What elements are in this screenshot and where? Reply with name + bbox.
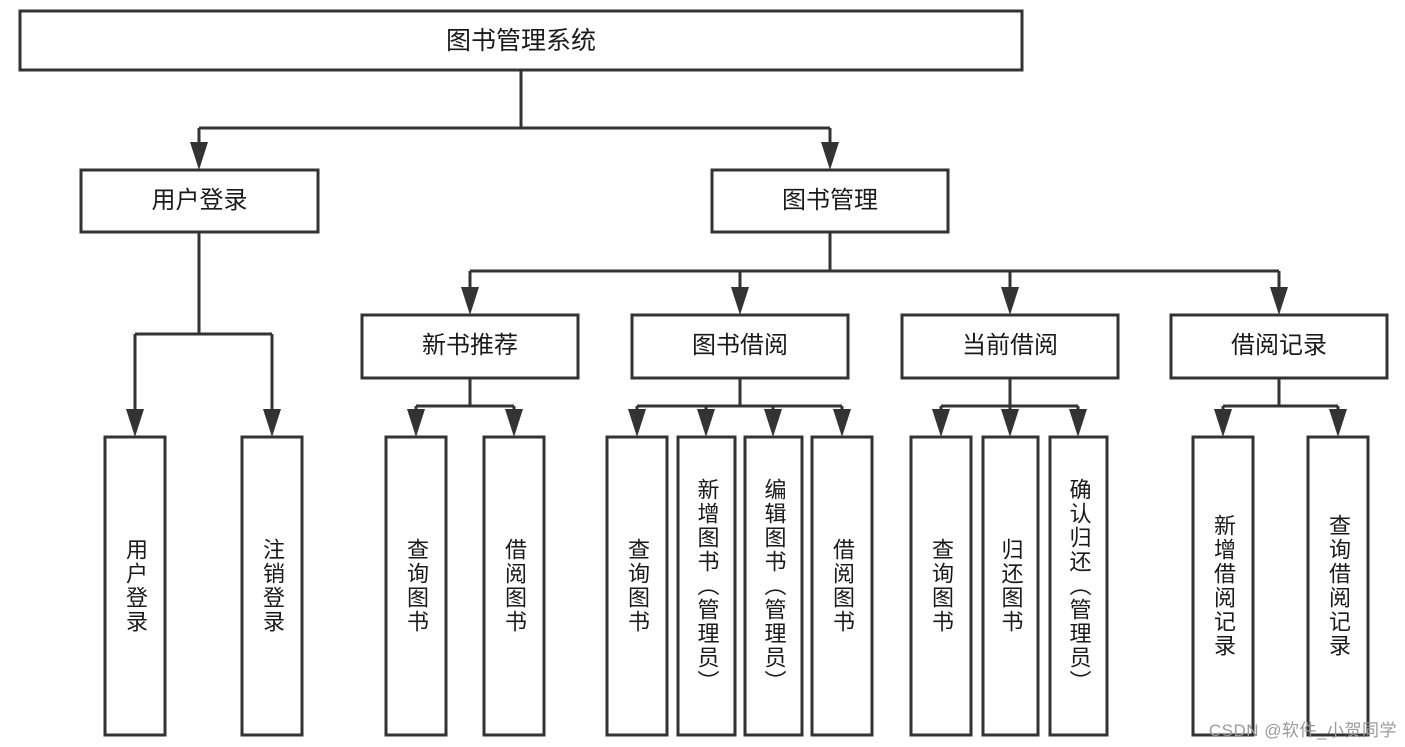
edge-group-new-book-rec-to-leaves: [407, 378, 523, 437]
arrow-head-new-book-rec: [461, 287, 479, 315]
node-box-user-login[interactable]: [79, 168, 320, 234]
arrow-head-leaf-add-record: [1214, 409, 1232, 437]
arrow-head-leaf-query-book-3: [932, 409, 950, 437]
arrow-head-leaf-query-record: [1329, 409, 1347, 437]
node-box-book-manage[interactable]: [710, 168, 950, 234]
edge-group-user-login-to-leaves: [126, 232, 281, 437]
node-box-leaf-add-record[interactable]: [1191, 435, 1255, 737]
node-box-leaf-query-record[interactable]: [1306, 435, 1370, 737]
edge-group-book-manage-to-level3: [461, 232, 1288, 315]
arrow-head-leaf-edit-book: [764, 409, 782, 437]
node-box-leaf-borrow-book-2[interactable]: [810, 435, 874, 737]
arrow-head-user-login: [190, 142, 208, 170]
arrow-head-leaf-return-book: [1001, 409, 1019, 437]
node-box-current-borrow[interactable]: [900, 313, 1120, 380]
arrow-head-book-manage: [821, 142, 839, 170]
node-box-new-book-rec[interactable]: [360, 313, 580, 380]
edge-group-borrow-record-to-leaves: [1214, 378, 1347, 437]
watermark-text: CSDN @软件_小贺同学: [1208, 721, 1397, 740]
edge-group-current-borrow-to-leaves: [932, 378, 1087, 437]
arrow-head-leaf-borrow-book-2: [833, 409, 851, 437]
arrow-head-leaf-logout: [263, 409, 281, 437]
node-box-leaf-borrow-book-1[interactable]: [482, 435, 546, 737]
node-box-leaf-edit-book[interactable]: [743, 435, 804, 737]
arrow-head-leaf-query-book-2: [628, 409, 646, 437]
node-box-leaf-add-book[interactable]: [676, 435, 737, 737]
node-box-leaf-logout[interactable]: [240, 435, 304, 737]
node-box-borrow-record[interactable]: [1169, 313, 1389, 380]
node-box-leaf-return-book[interactable]: [981, 435, 1040, 737]
node-box-book-borrow[interactable]: [630, 313, 850, 380]
node-box-leaf-confirm-return[interactable]: [1048, 435, 1109, 737]
arrow-head-leaf-add-book: [697, 409, 715, 437]
node-box-leaf-user-login[interactable]: [103, 435, 167, 737]
edge-group-book-borrow-to-leaves: [628, 378, 851, 437]
arrow-head-book-borrow: [731, 287, 749, 315]
edge-group-root-to-level2: [190, 70, 839, 170]
node-box-leaf-query-book-3[interactable]: [909, 435, 973, 737]
arrow-head-leaf-confirm-return: [1069, 409, 1087, 437]
node-box-leaf-query-book-2[interactable]: [605, 435, 669, 737]
arrow-head-leaf-borrow-book-1: [505, 409, 523, 437]
node-box-leaf-query-book-1[interactable]: [384, 435, 448, 737]
arrow-head-leaf-query-book-1: [407, 409, 425, 437]
arrow-head-borrow-record: [1270, 287, 1288, 315]
node-box-root[interactable]: [18, 9, 1024, 72]
arrow-head-leaf-user-login: [126, 409, 144, 437]
arrow-head-current-borrow: [1001, 287, 1019, 315]
